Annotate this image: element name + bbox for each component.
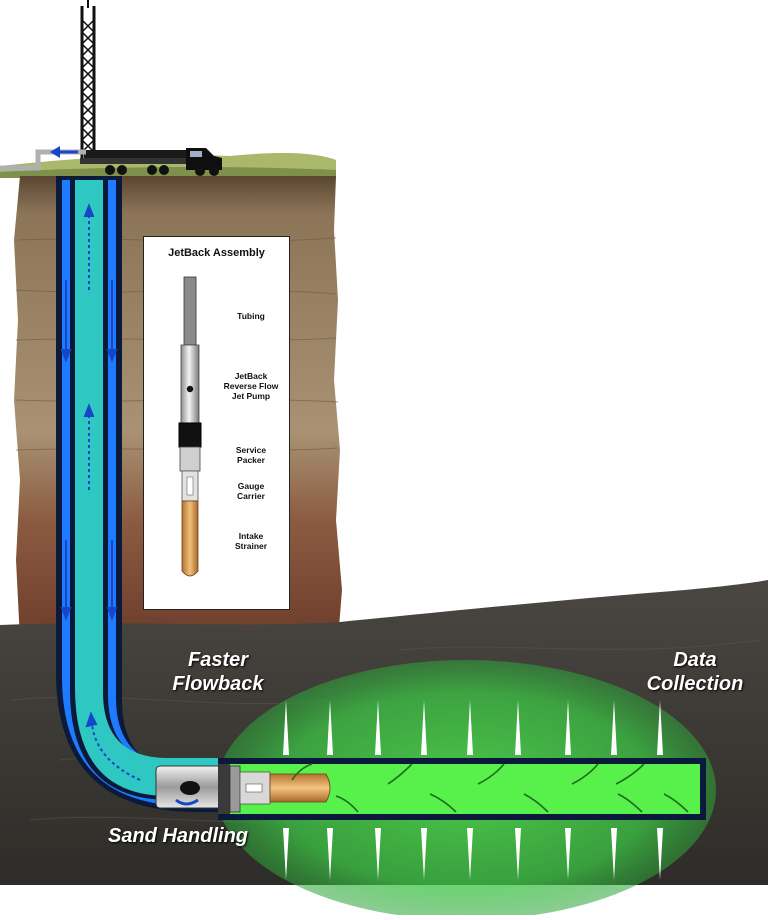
packer-slips (179, 446, 201, 472)
jet-pump-body (180, 344, 200, 424)
inflow-arrows (291, 763, 689, 813)
assembly-illustration (178, 276, 202, 577)
label-tubing: Tubing (237, 311, 265, 321)
downhole-assembly (155, 764, 331, 814)
flow-arrows (60, 203, 141, 781)
tubing-outline (70, 180, 218, 800)
tubing-section (183, 276, 197, 346)
callout-faster-flowback: Faster Flowback (172, 649, 264, 695)
surface-flowline (0, 146, 86, 171)
label-jet-pump: JetBack Reverse Flow Jet Pump (223, 371, 279, 401)
label-service-packer: Service Packer (235, 445, 267, 465)
fractures (283, 700, 663, 880)
packer-element (178, 422, 202, 448)
pump-truck (80, 148, 222, 176)
callout-data-collection: Data Collection (646, 649, 744, 695)
gauge-slot (186, 476, 194, 496)
drilling-rig (80, 0, 96, 158)
label-intake-strainer: Intake Strainer (234, 531, 268, 551)
jet-pump-port (186, 385, 194, 393)
assembly-legend: JetBack Assembly Tubing JetBack Reverse … (143, 236, 290, 610)
intake-strainer (181, 500, 199, 577)
legend-title: JetBack Assembly (168, 247, 265, 259)
callout-sand-handling: Sand Handling (108, 825, 248, 847)
label-gauge-carrier: Gauge Carrier (237, 481, 265, 501)
